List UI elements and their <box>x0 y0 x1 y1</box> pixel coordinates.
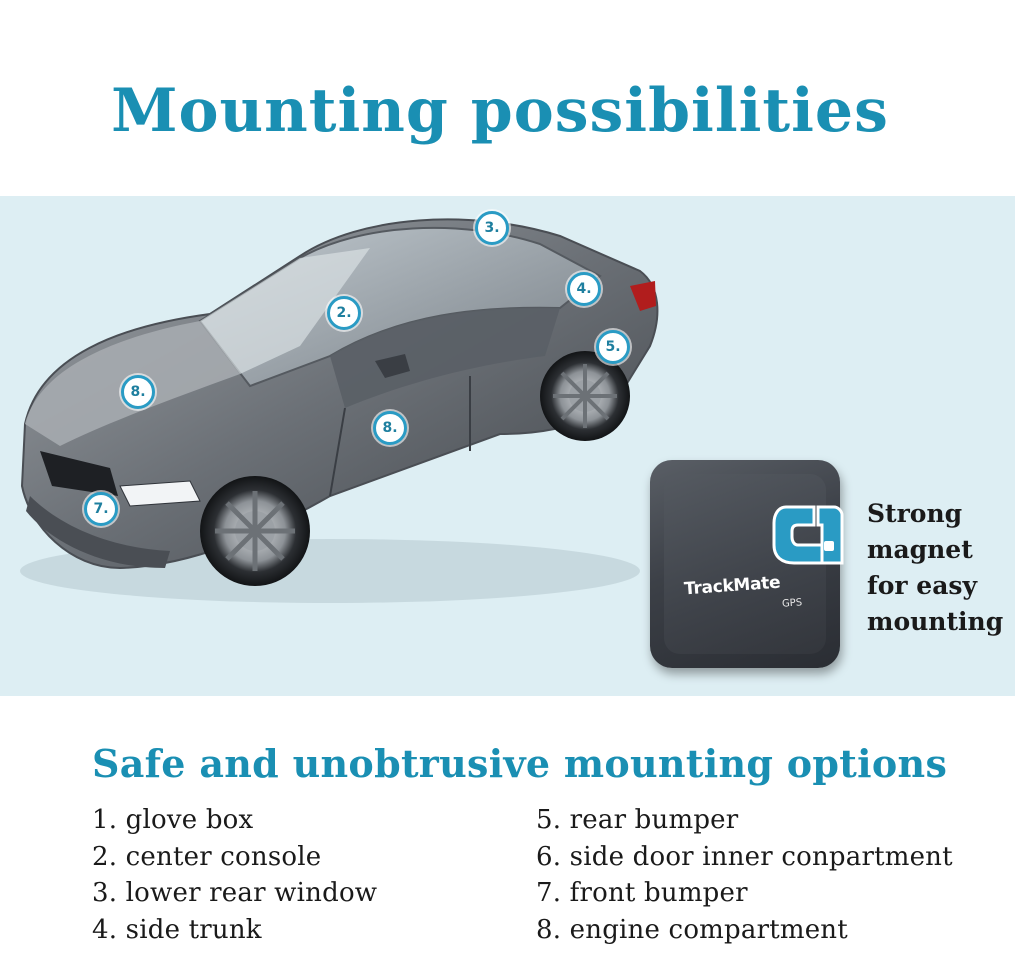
list-item: 8. engine compartment <box>536 914 848 945</box>
magnet-caption: Strong magnet for easy mounting <box>867 499 1004 636</box>
list-item: 5. rear bumper <box>536 805 739 835</box>
page-title: Mounting possibilities <box>111 76 889 146</box>
list-item: 6. side door inner conpartment <box>536 841 953 872</box>
options-list-right: 5. rear bumper 6. side door inner conpar… <box>536 802 953 948</box>
list-item: 2. center console <box>92 841 322 872</box>
options-list-left: 1. glove box 2. center console 3. lower … <box>92 802 377 948</box>
marker-center-console: 2. <box>327 296 361 330</box>
list-item: 1. glove box <box>92 805 254 835</box>
marker-rear-bumper: 5. <box>596 330 630 364</box>
list-item: 7. front bumper <box>536 878 748 908</box>
options-heading: Safe and unobtrusive mounting options <box>92 741 948 786</box>
device-sub-label: GPS <box>781 597 803 610</box>
illustration-panel: 3. 2. 4. 5. 8. 8. 7. TrackMate GPS Stron… <box>0 196 1015 696</box>
marker-lower-rear-window: 3. <box>475 211 509 245</box>
car-illustration <box>20 218 659 603</box>
magnet-icon <box>772 505 844 565</box>
marker-engine-compartment: 8. <box>121 375 155 409</box>
marker-side-trunk: 4. <box>567 272 601 306</box>
marker-side-door-compartment: 8. <box>373 411 407 445</box>
list-item: 4. side trunk <box>92 914 262 945</box>
list-item: 3. lower rear window <box>92 878 378 908</box>
marker-front-bumper: 7. <box>84 492 118 526</box>
